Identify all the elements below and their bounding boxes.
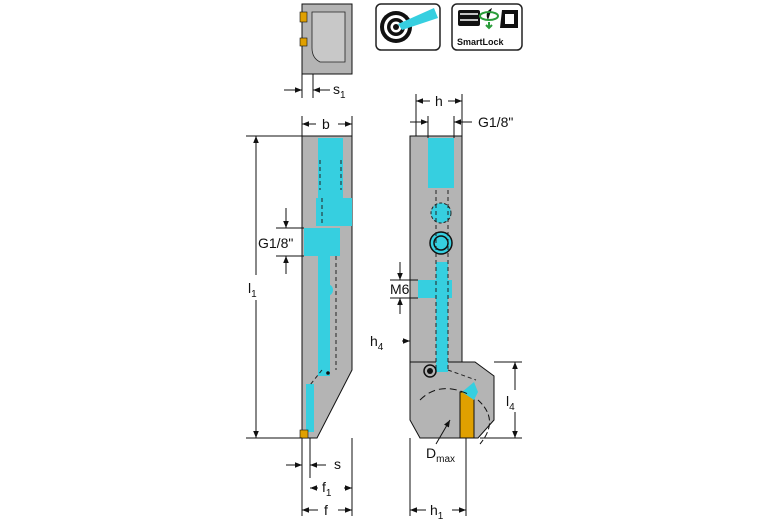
dim-dmax-lines	[419, 388, 471, 445]
smartlock-icon	[458, 8, 518, 30]
dim-m6-lines	[390, 262, 418, 314]
dim-h1: h1	[430, 502, 444, 522]
dim-g18-left: G1/8"	[258, 235, 293, 251]
dim-l4: l4	[506, 393, 515, 413]
smartlock-badge: SmartLock	[451, 3, 523, 51]
dim-f1: f1	[322, 479, 332, 499]
dim-h4: h4	[370, 333, 384, 353]
dim-b-lines	[301, 116, 353, 136]
dim-g18-left-lines	[276, 208, 304, 274]
dim-b: b	[322, 116, 330, 132]
top-view	[284, 3, 353, 98]
side-view	[409, 135, 495, 445]
dim-h-lines	[415, 94, 463, 136]
dim-f: f	[324, 502, 328, 518]
dim-bottom-left-lines	[286, 438, 353, 516]
coolant-badge	[375, 3, 441, 51]
front-view	[299, 135, 353, 439]
dim-h1-lines	[409, 438, 467, 516]
dim-g18-top-lines	[410, 116, 472, 138]
dim-s1: s1	[333, 81, 346, 101]
dim-l1-lines	[246, 135, 302, 439]
dim-m6: M6	[390, 281, 410, 297]
smartlock-label: SmartLock	[457, 37, 505, 47]
dim-s: s	[334, 456, 341, 472]
dim-dmax: Dmax	[426, 445, 455, 465]
dim-h4-lines	[402, 330, 411, 362]
dim-g18-top: G1/8"	[478, 114, 513, 130]
dim-l4-lines	[480, 361, 522, 439]
dim-h: h	[435, 93, 443, 109]
coolant-target-icon	[380, 8, 438, 43]
dim-l1: l1	[248, 280, 257, 300]
